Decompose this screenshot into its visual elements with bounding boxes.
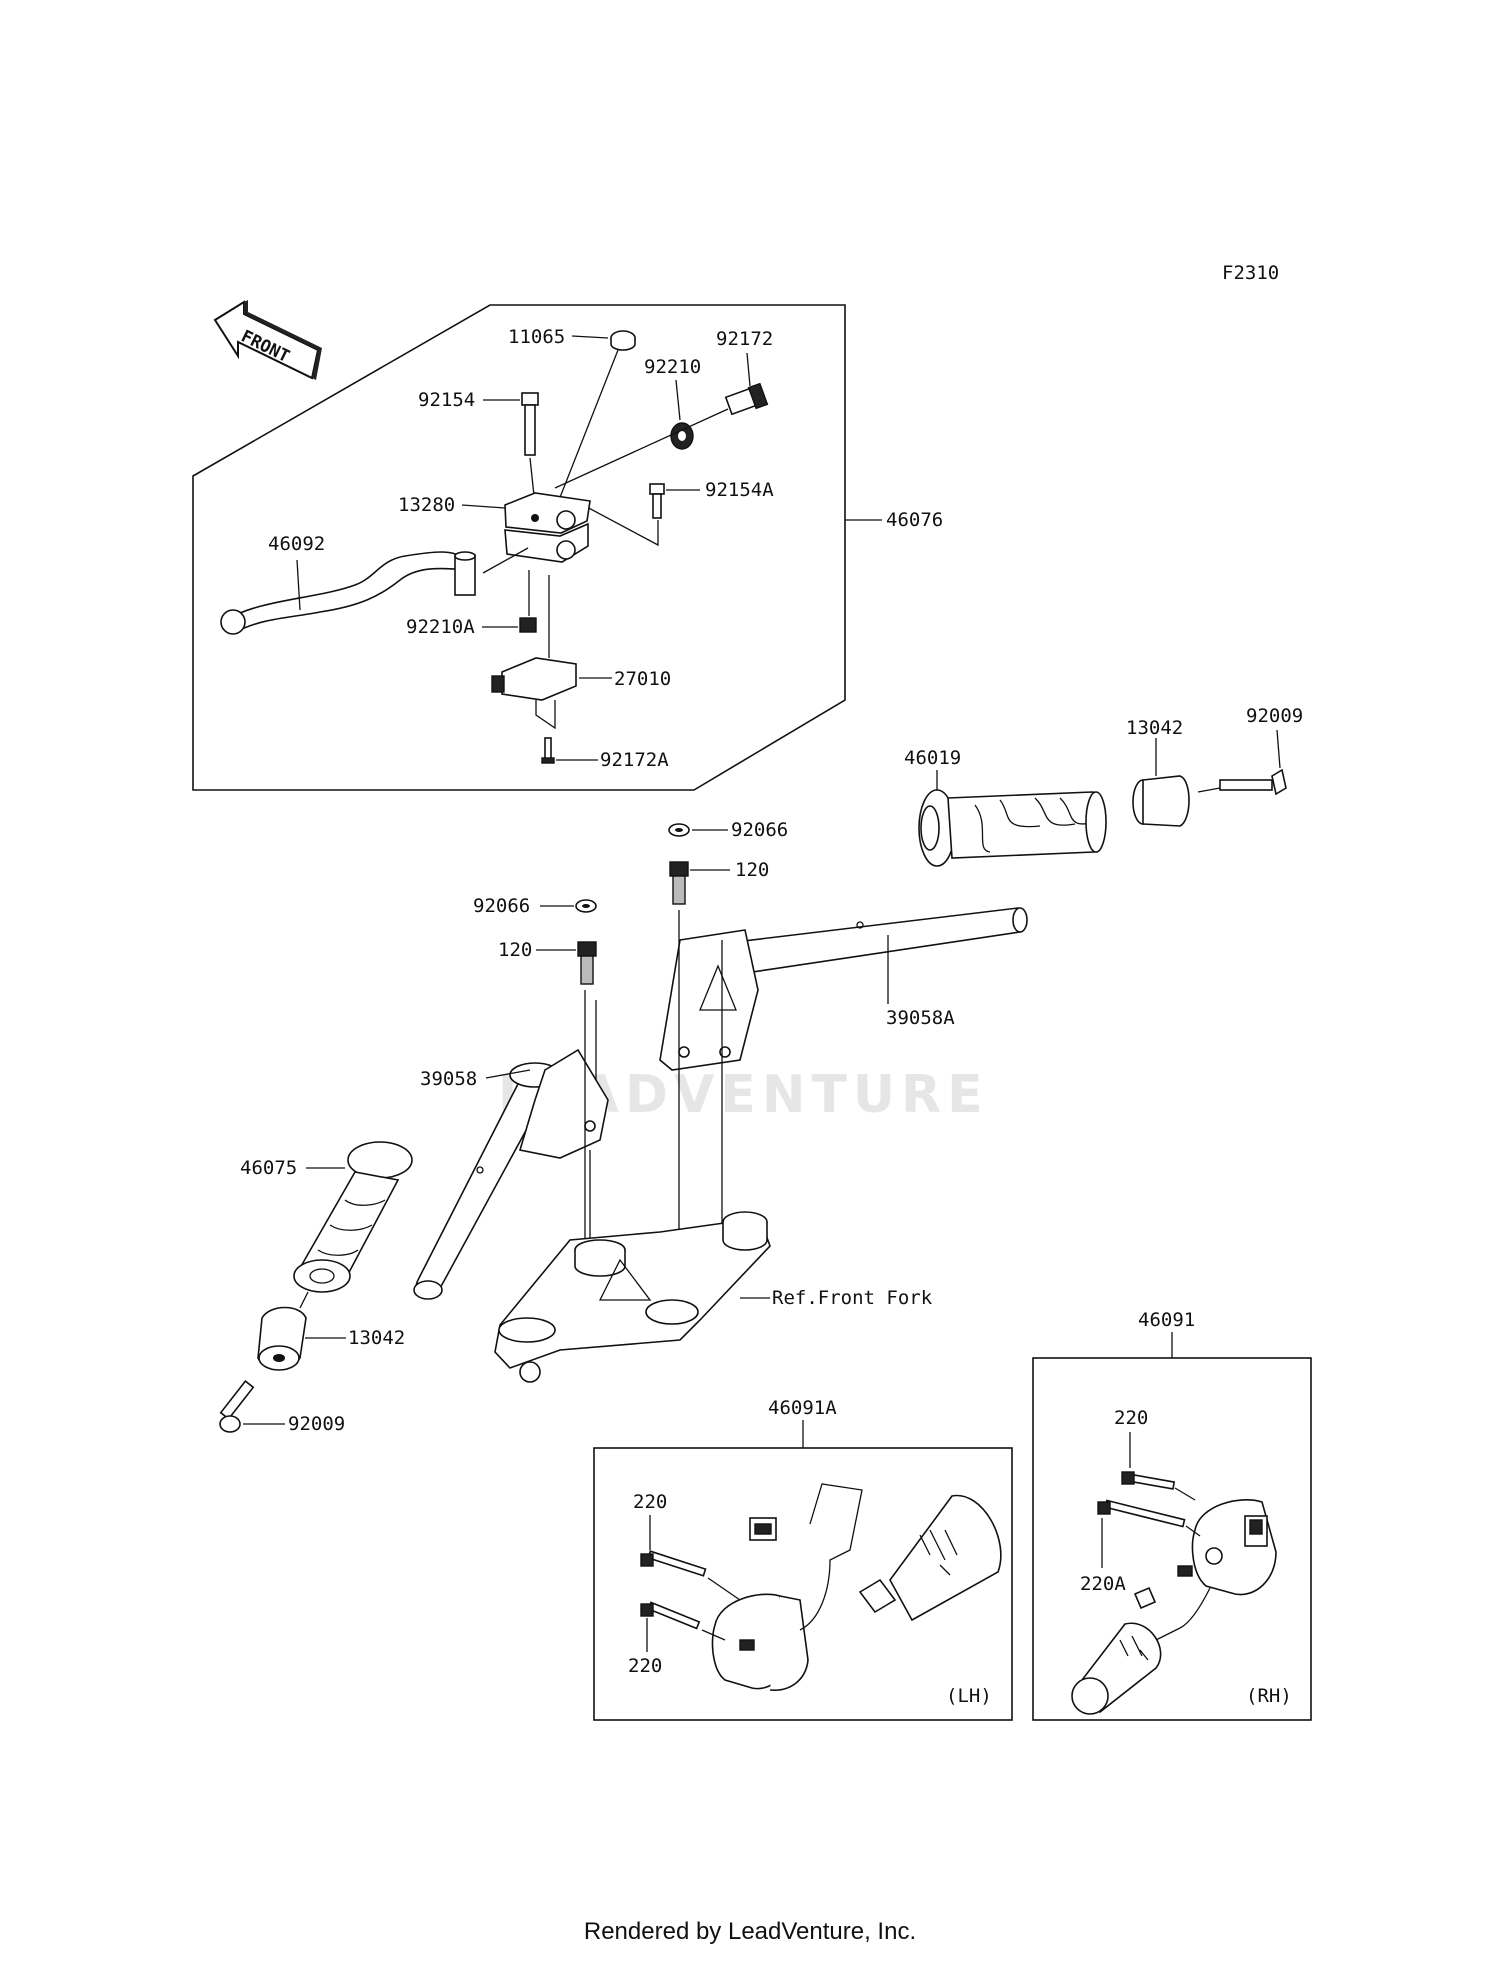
label-39058A: 39058A <box>886 1007 955 1029</box>
bar-end-weight-13042-right <box>1132 775 1190 827</box>
nut-92210A <box>519 617 537 633</box>
screw-220-lh-upper <box>640 1550 707 1577</box>
lh-switch-housing <box>711 1483 1002 1691</box>
grip-46075 <box>293 1141 413 1293</box>
handlebar-39058 <box>413 1048 609 1300</box>
label-46092: 46092 <box>268 533 325 555</box>
screw-92172A <box>541 737 555 764</box>
lever-46092 <box>220 551 476 635</box>
bolt-92154 <box>521 392 539 456</box>
label-92154: 92154 <box>418 389 475 411</box>
screw-220-rh <box>1121 1471 1176 1490</box>
label-92210A: 92210A <box>406 616 475 638</box>
label-92066-right: 92066 <box>731 819 788 841</box>
washer-92066-right <box>668 823 690 837</box>
label-92172: 92172 <box>716 328 773 350</box>
diagram-code: F2310 <box>1222 262 1279 284</box>
label-92154A: 92154A <box>705 479 774 501</box>
front-fork-triple-clamp <box>494 1211 771 1383</box>
switch-27010 <box>491 657 577 701</box>
screw-220A-rh <box>1097 1499 1186 1528</box>
label-220-lh-upper: 220 <box>633 1491 667 1513</box>
washer-92066-left <box>575 899 597 913</box>
handlebar-39058A <box>659 907 1028 1071</box>
screw-92009-right <box>1219 768 1287 796</box>
bolt-120-left <box>577 941 597 985</box>
cap-11065 <box>610 330 636 351</box>
front-arrow-icon: FRONT <box>213 300 322 380</box>
label-92172A: 92172A <box>600 749 669 771</box>
label-46019: 46019 <box>904 747 961 769</box>
label-92210: 92210 <box>644 356 701 378</box>
label-46076: 46076 <box>886 509 943 531</box>
label-13042-left: 13042 <box>348 1327 405 1349</box>
label-46091: 46091 <box>1138 1309 1195 1331</box>
lever-assembly-frame <box>192 304 846 791</box>
bolt-120-right <box>669 861 689 905</box>
label-27010: 27010 <box>614 668 671 690</box>
label-220A-rh: 220A <box>1080 1573 1126 1595</box>
lever-holder-13280 <box>504 492 591 563</box>
label-220-lh-lower: 220 <box>628 1655 662 1677</box>
label-13280: 13280 <box>398 494 455 516</box>
label-120-left: 120 <box>498 939 532 961</box>
label-13042-right: 13042 <box>1126 717 1183 739</box>
screw-92009-left <box>219 1380 255 1433</box>
label-220-rh: 220 <box>1114 1407 1148 1429</box>
bolt-92154A <box>649 483 665 519</box>
screw-220-lh-lower <box>640 1601 701 1630</box>
bar-end-weight-13042-left <box>257 1306 307 1371</box>
label-92009-left: 92009 <box>288 1413 345 1435</box>
grip-46019 <box>918 789 1107 867</box>
footer-credit: Rendered by LeadVenture, Inc. <box>583 1918 917 1945</box>
nut-92210 <box>670 422 694 450</box>
label-46075: 46075 <box>240 1157 297 1179</box>
adjuster-92172 <box>724 382 769 416</box>
label-ref-front-fork: Ref.Front Fork <box>772 1287 933 1309</box>
label-92009-right: 92009 <box>1246 705 1303 727</box>
label-120-right: 120 <box>735 859 769 881</box>
rh-switch-housing <box>1071 1499 1277 1715</box>
label-39058: 39058 <box>420 1068 477 1090</box>
label-rh: (RH) <box>1246 1685 1292 1707</box>
label-11065: 11065 <box>508 326 565 348</box>
label-92066-left: 92066 <box>473 895 530 917</box>
label-46091A: 46091A <box>768 1397 837 1419</box>
label-lh: (LH) <box>946 1685 992 1707</box>
